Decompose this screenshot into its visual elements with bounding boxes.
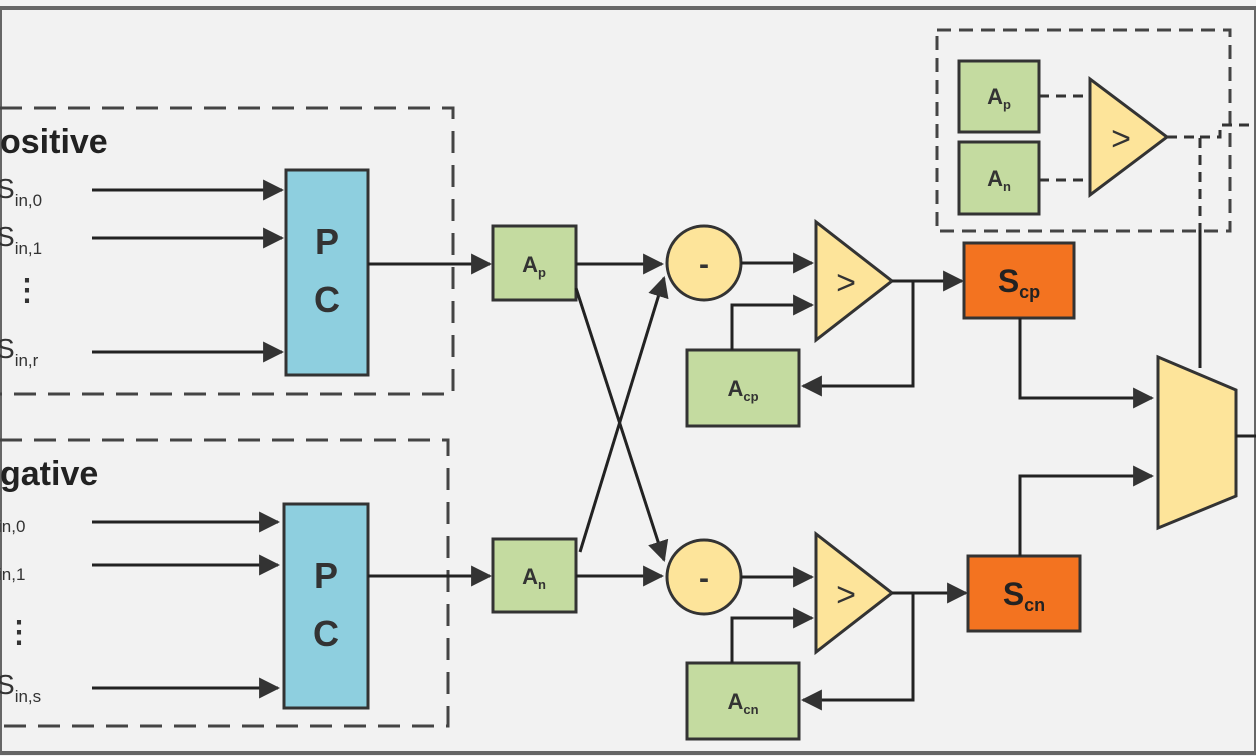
svg-text:Sin,r: Sin,r [0,333,39,370]
an-block: An [491,537,578,614]
positive-group-box [0,106,455,396]
svg-text:Sin,0: Sin,0 [0,173,42,210]
positive-input-s0: Sin,0 [0,173,42,210]
svg-text:Scp: Scp [998,263,1040,302]
acp-block: Acp [685,348,801,428]
svg-text:>: > [1111,120,1131,158]
ap-block: Ap [491,224,578,302]
feedback-connector [800,593,915,711]
negative-input-ss: Sin,s [0,669,41,706]
dashed-connector [1167,135,1202,230]
vertical-ellipsis: ⋮ [4,616,34,649]
svg-text:P: P [315,221,339,262]
scp-block: Scp [962,241,1076,320]
svg-text:Scn: Scn [1003,576,1045,615]
positive-input-s1: Sin,1 [0,221,42,258]
acn-block: Acn [685,661,801,741]
cross-connector [578,275,669,553]
svg-text:-: - [699,248,709,281]
dashed-connector [1200,123,1256,139]
svg-text:Ap: Ap [522,252,546,280]
comparator-bottom: > [814,530,895,656]
svg-text:Sin,1: Sin,1 [0,221,42,258]
svg-text:>: > [836,576,856,614]
comparator-select: > [1088,75,1170,199]
outer-frame [0,6,1256,755]
scn-block: Scn [966,554,1082,633]
multiplexer [1156,354,1238,531]
svg-text:P: P [314,555,338,596]
svg-text:Sin,s: Sin,s [0,669,41,706]
comparator-top: > [814,218,895,344]
svg-text:An: An [522,564,546,592]
svg-text:Acp: Acp [727,376,758,404]
connector [730,294,815,350]
positive-input-sr: Sin,r [0,333,39,370]
svg-text:-: - [699,562,709,595]
pc-block-positive: P C [284,168,370,377]
subtractor-bottom: - [665,538,743,616]
svg-text:C: C [314,279,340,320]
vertical-ellipsis: ⋮ [12,274,42,307]
negative-group-box [0,438,450,728]
svg-text:Ap: Ap [987,84,1011,112]
negative-group-label: gative [0,455,98,493]
pc-block-negative: P C [282,502,370,710]
connector [730,607,815,663]
svg-text:Acn: Acn [727,689,758,717]
subtractor-top: - [665,224,743,302]
svg-text:in,1: in,1 [0,565,25,584]
ap-block-small: Ap [957,59,1041,134]
positive-group-label: ositive [0,123,108,161]
connector [1018,318,1155,409]
negative-input-s0: in,0 [0,517,25,536]
svg-text:in,0: in,0 [0,517,25,536]
svg-text:C: C [313,613,339,654]
svg-text:>: > [836,264,856,302]
svg-text:An: An [987,166,1011,194]
negative-input-s1: in,1 [0,565,25,584]
comparator-group-box [935,28,1232,233]
feedback-connector [800,281,915,397]
an-block-small: An [957,140,1041,216]
connector [1018,465,1155,556]
